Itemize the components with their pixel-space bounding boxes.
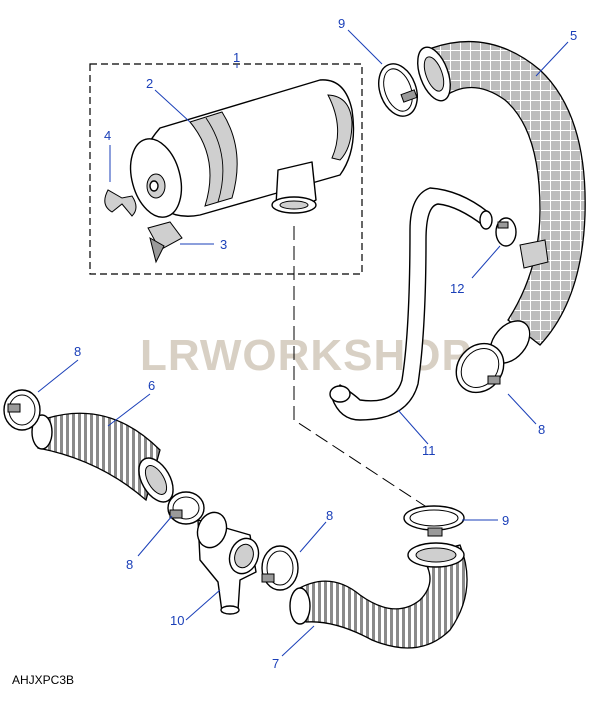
hose-clamp-small <box>495 217 517 247</box>
t-piece-connector <box>196 511 260 615</box>
callout-10: 10 <box>170 613 184 628</box>
hose-clamp-top <box>378 63 418 117</box>
main-convoluted-hose <box>417 40 586 364</box>
callout-6: 6 <box>148 378 155 393</box>
callout-8-left-top: 8 <box>74 344 81 359</box>
callout-9-lower: 9 <box>502 513 509 528</box>
hose-clamp-lower <box>261 545 299 591</box>
assembly-boundary-box <box>89 63 363 275</box>
hose-clamp-right <box>455 342 505 394</box>
callout-2: 2 <box>146 76 153 91</box>
intake-hose-left <box>31 412 174 503</box>
callout-12: 12 <box>450 281 464 296</box>
callout-9-top: 9 <box>338 16 345 31</box>
hose-clamp-left-middle <box>167 491 205 525</box>
elbow-hose <box>289 542 468 649</box>
hose-clamp-elbow <box>403 505 465 537</box>
callout-8-lower: 8 <box>326 508 333 523</box>
callout-3: 3 <box>220 237 227 252</box>
callout-7: 7 <box>272 656 279 671</box>
callout-4: 4 <box>104 128 111 143</box>
callout-1: 1 <box>233 50 240 65</box>
breather-hose <box>329 187 493 421</box>
connection-dashed-line <box>293 226 429 509</box>
air-cleaner-assembly <box>104 79 355 264</box>
callout-5: 5 <box>570 28 577 43</box>
reference-code: AHJXPC3B <box>12 673 74 687</box>
callout-8-left-middle: 8 <box>126 557 133 572</box>
leader-lines <box>37 29 569 657</box>
hose-clamp-left-top <box>3 389 41 431</box>
callout-11: 11 <box>422 443 436 458</box>
callout-8-right: 8 <box>538 422 545 437</box>
callout-numbers: 1 2 4 3 9 5 12 8 11 8 6 8 8 9 10 7 <box>74 16 577 671</box>
